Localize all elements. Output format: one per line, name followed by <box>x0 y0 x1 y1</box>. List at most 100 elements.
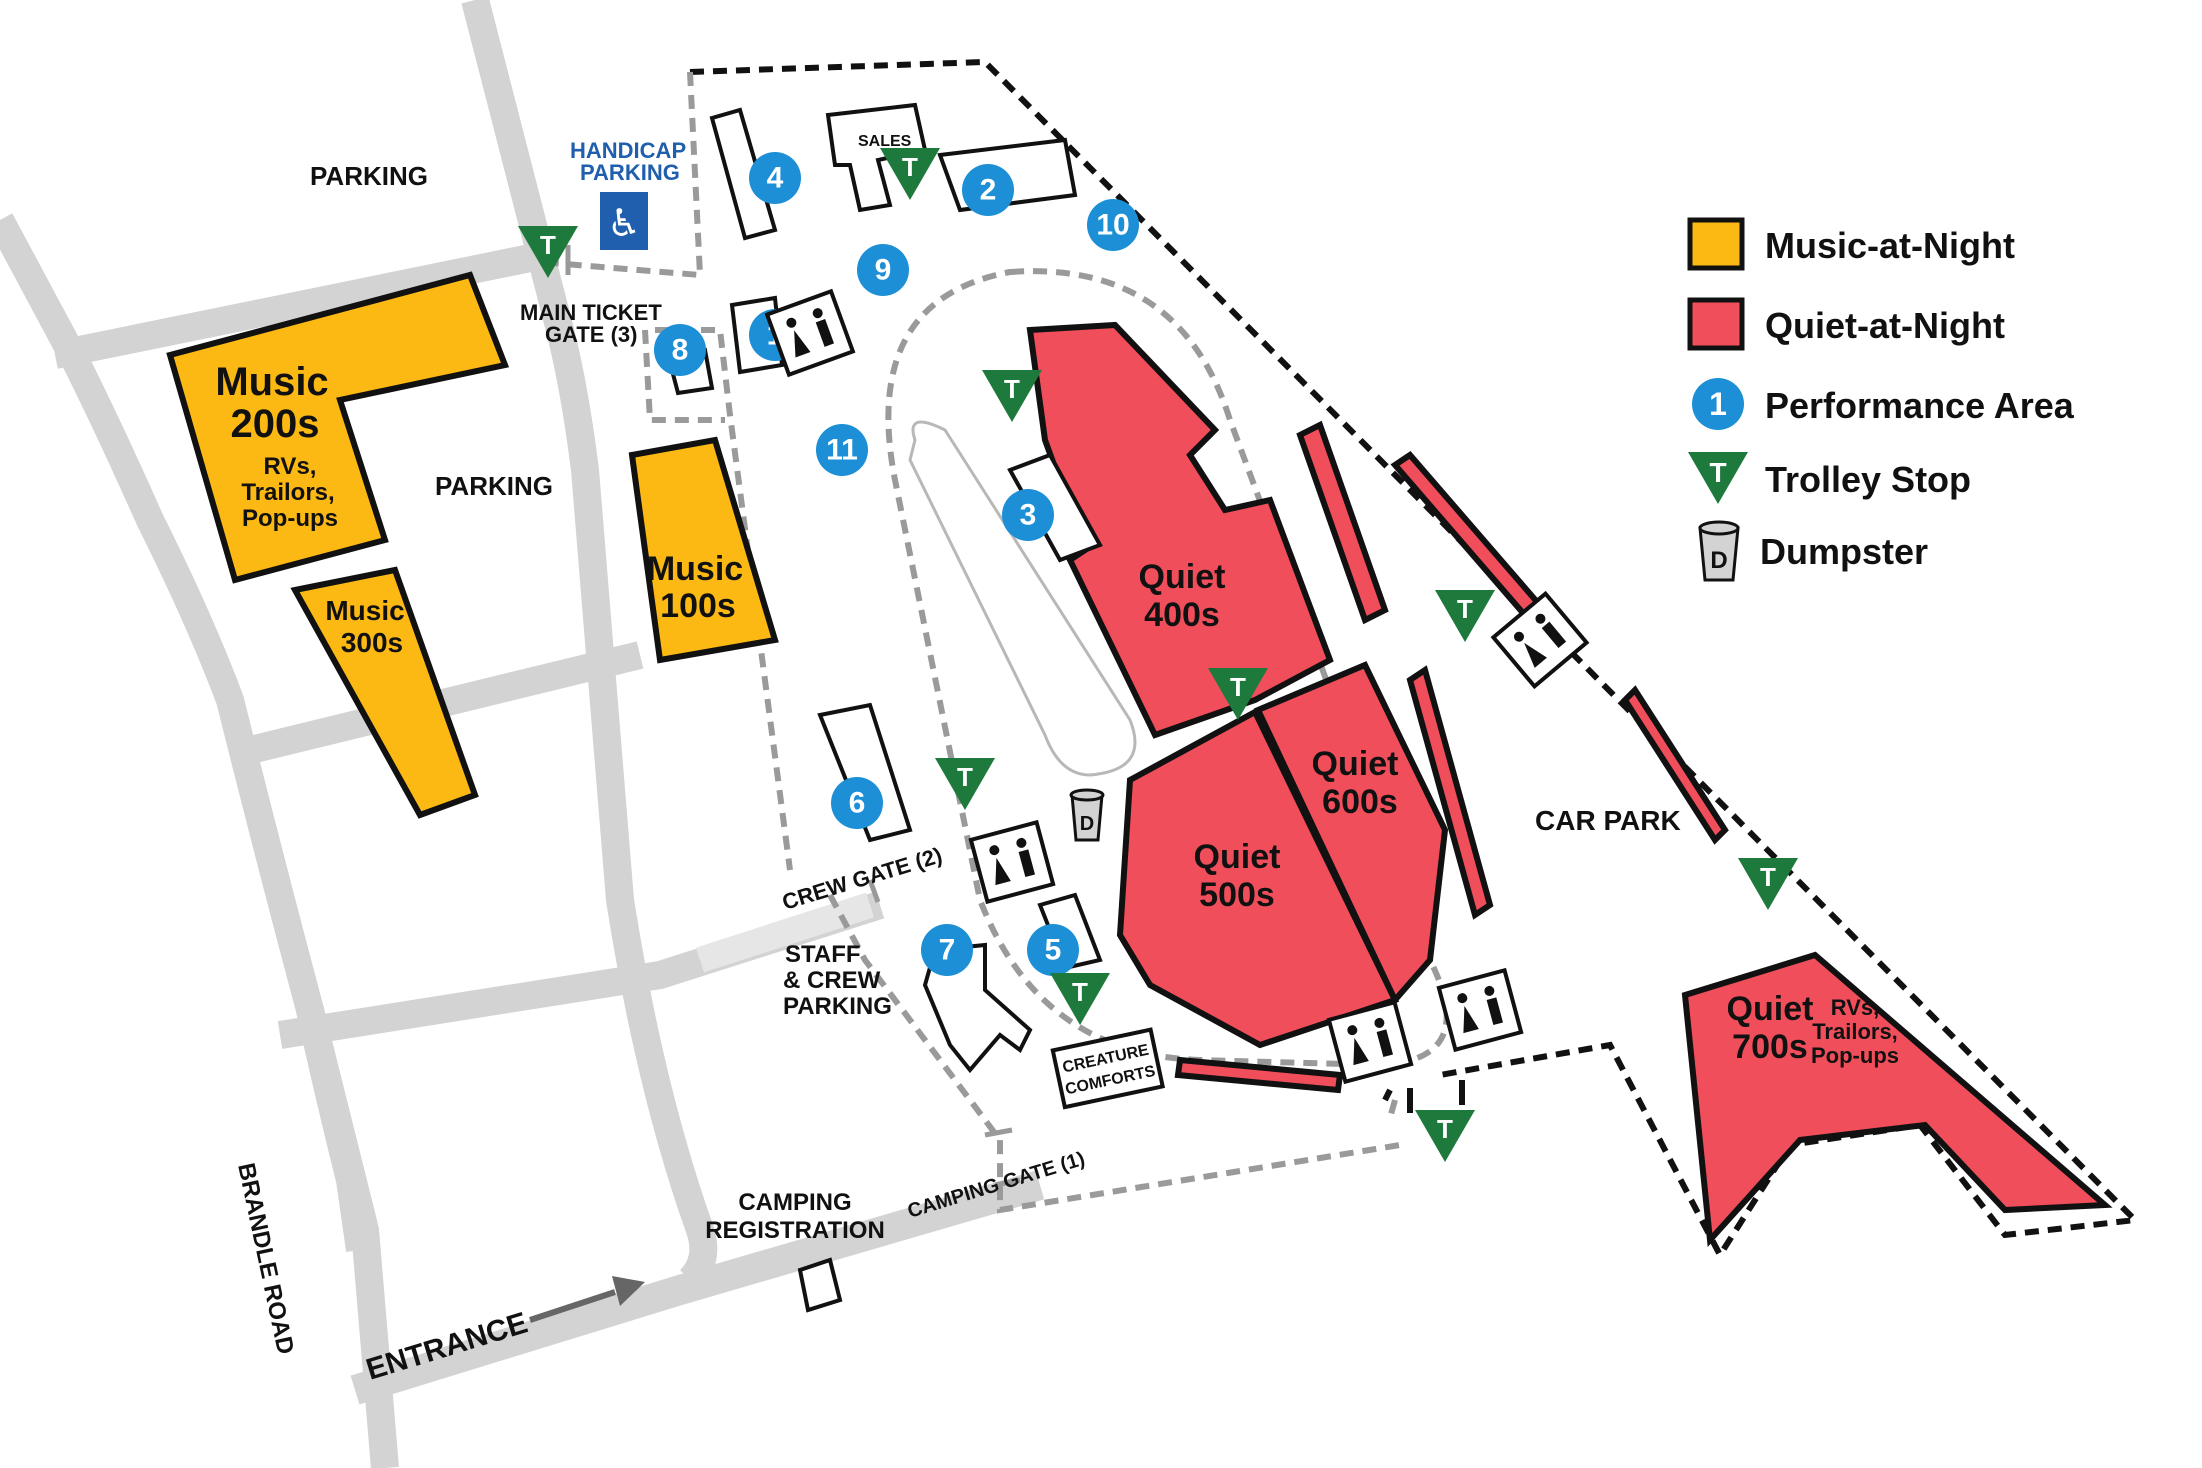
strip-1 <box>1296 420 1389 625</box>
strip-4 <box>1621 685 1729 845</box>
zone-quiet-700s <box>1681 951 2113 1248</box>
trolley-stop-icon: T <box>982 370 1042 422</box>
svg-text:7: 7 <box>939 934 956 967</box>
svg-text:T: T <box>1004 374 1020 404</box>
svg-text:6: 6 <box>849 787 866 820</box>
building-7 <box>922 942 1033 1074</box>
zone-label-quiet-700s-4: Trailors, <box>1812 1019 1898 1044</box>
road-top-horizontal <box>52 241 548 369</box>
svg-text:5: 5 <box>1045 934 1062 967</box>
strip-3 <box>1406 665 1494 920</box>
restroom-icon <box>1326 999 1414 1085</box>
restroom-icon <box>764 288 856 378</box>
zone-label-music-100s-1: Music <box>647 550 743 588</box>
label-car-park: CAR PARK <box>1535 805 1681 836</box>
legend-performance-sample: 1 <box>1709 386 1727 422</box>
zone-music-200s <box>166 271 510 584</box>
zone-label-music-200s-3: RVs, <box>264 453 317 480</box>
trolley-stop-icon: T <box>935 758 995 810</box>
zone-label-quiet-500s-1: Quiet <box>1194 838 1281 876</box>
svg-text:11: 11 <box>826 434 858 467</box>
performance-area-4: 4 <box>749 152 801 204</box>
label-main-gate-2: GATE (3) <box>545 322 637 347</box>
road-brandle <box>296 1006 374 1252</box>
svg-text:T: T <box>1437 1114 1453 1144</box>
performance-area-2: 2 <box>962 164 1014 216</box>
quiet-zones <box>1026 321 2113 1248</box>
legend-performance-icon <box>1692 378 1744 430</box>
svg-text:8: 8 <box>672 334 689 367</box>
trolley-stops: T T T T T T T T T <box>518 148 1798 1162</box>
legend-dumpster-label: Dumpster <box>1760 531 1928 572</box>
restroom-icon <box>1436 967 1524 1053</box>
zone-labels: Music 200s RVs, Trailors, Pop-ups Music … <box>215 360 1899 1068</box>
performance-area-5: 5 <box>1027 924 1079 976</box>
svg-text:T: T <box>1230 672 1246 702</box>
svg-text:T: T <box>1072 977 1088 1007</box>
dumpster-icon: D <box>1069 788 1105 842</box>
zone-label-quiet-700s-5: Pop-ups <box>1811 1043 1899 1068</box>
label-staff-1: STAFF <box>785 941 861 968</box>
legend-trolley-icon: T <box>1688 452 1748 504</box>
legend-performance-label: Performance Area <box>1765 385 2075 426</box>
restrooms <box>764 288 1590 1085</box>
wheelchair-icon <box>600 192 648 250</box>
crew-gate-road-fade <box>695 892 875 973</box>
zone-music-100s <box>628 436 779 664</box>
zone-label-music-200s-2: 200s <box>231 402 320 446</box>
label-staff-2: & CREW <box>783 967 881 994</box>
label-parking-mid: PARKING <box>435 471 553 501</box>
trolley-stop-icon: T <box>880 148 940 200</box>
fence-tick-camp <box>984 1127 1013 1138</box>
performance-area-11: 11 <box>816 424 868 476</box>
legend: Music-at-Night Quiet-at-Night 1 Performa… <box>1687 217 2075 582</box>
legend-quiet-swatch <box>1687 297 1745 351</box>
zone-label-music-300s-1: Music <box>325 595 404 626</box>
camping-registration-booth <box>797 1257 843 1313</box>
legend-dumpster-icon: D <box>1698 520 1740 582</box>
svg-text:3: 3 <box>1020 499 1037 532</box>
zone-label-quiet-700s-1: Quiet <box>1727 990 1814 1028</box>
road-entrance <box>350 1170 1045 1405</box>
zone-label-music-100s-2: 100s <box>660 587 736 625</box>
label-sales: SALES <box>858 133 912 150</box>
legend-quiet-label: Quiet-at-Night <box>1765 305 2005 346</box>
svg-text:T: T <box>957 762 973 792</box>
trolley-stop-icon: T <box>1738 858 1798 910</box>
svg-text:T: T <box>540 230 556 260</box>
trolley-stop-icon: T <box>1415 1110 1475 1162</box>
label-staff-3: PARKING <box>783 993 892 1020</box>
oval-track-inner <box>908 420 1137 777</box>
svg-text:♿: ♿ <box>607 203 641 245</box>
fence-tick-camp-2 <box>994 1177 1021 1188</box>
zone-label-quiet-700s-2: 700s <box>1732 1028 1808 1066</box>
zone-label-quiet-700s-3: RVs, <box>1831 995 1880 1020</box>
building-sales <box>825 102 928 213</box>
svg-text:2: 2 <box>980 174 997 207</box>
zone-quiet-500s <box>1116 707 1400 1049</box>
performance-area-3: 3 <box>1002 489 1054 541</box>
zone-label-music-300s-2: 300s <box>341 627 403 658</box>
performance-area-7: 7 <box>921 924 973 976</box>
trolley-stop-icon: T <box>1208 668 1268 720</box>
zone-label-quiet-400s-2: 400s <box>1144 596 1220 634</box>
zone-label-quiet-600s-2: 600s <box>1322 783 1398 821</box>
label-camping-reg-2: REGISTRATION <box>705 1217 885 1244</box>
label-main-gate-1: MAIN TICKET <box>520 300 662 325</box>
svg-text:10: 10 <box>1096 209 1129 242</box>
restroom-icon <box>968 819 1056 905</box>
creature-comforts-sign: CREATURE COMFORTS <box>1050 1027 1166 1110</box>
music-zones <box>166 271 779 819</box>
svg-text:T: T <box>1760 862 1776 892</box>
trolley-stop-icon: T <box>1435 590 1495 642</box>
zone-label-music-200s-5: Pop-ups <box>242 505 338 532</box>
fence-tick-crew <box>867 879 881 903</box>
label-parking-top: PARKING <box>310 161 428 191</box>
inner-fence-left <box>642 329 725 423</box>
handicap-label-1: HANDICAP <box>570 138 686 163</box>
zone-label-quiet-500s-2: 500s <box>1199 876 1275 914</box>
building-4 <box>709 107 778 241</box>
legend-music-label: Music-at-Night <box>1765 225 2015 266</box>
roads <box>0 0 1045 1468</box>
